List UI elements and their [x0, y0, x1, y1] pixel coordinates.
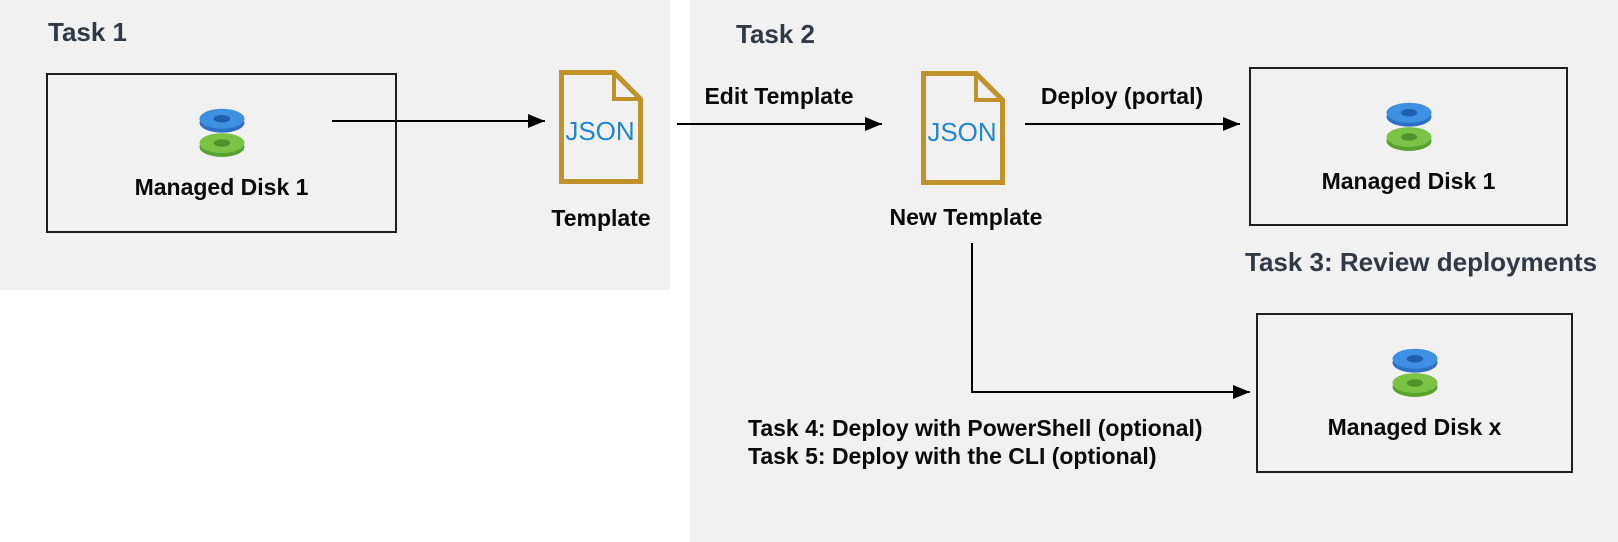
task4-label: Task 4: Deploy with PowerShell (optional…	[748, 415, 1203, 441]
template-caption: Template	[551, 205, 651, 231]
disk-box-label: Managed Disk 1	[1321, 167, 1496, 194]
json-file-type-text: JSON	[927, 117, 996, 147]
managed-disk-icon	[1391, 348, 1438, 397]
managed-disk-x-box: Managed Disk x	[1256, 313, 1573, 473]
task5-label: Task 5: Deploy with the CLI (optional)	[748, 443, 1157, 469]
managed-disk-icon	[1385, 102, 1432, 151]
managed-disk-1-deployed-box: Managed Disk 1	[1249, 67, 1568, 226]
disk-box-label: Managed Disk 1	[134, 174, 309, 200]
task45-text-block: Task 4: Deploy with PowerShell (optional…	[748, 414, 1203, 470]
json-file-type-text: JSON	[565, 116, 634, 146]
new-template-json-file-icon: JSON	[919, 69, 1007, 187]
task2-heading: Task 2	[736, 19, 816, 49]
task1-heading: Task 1	[48, 17, 128, 47]
task1-panel	[0, 0, 670, 290]
disk-box-label: Managed Disk x	[1327, 414, 1502, 440]
template-json-file-icon: JSON	[557, 68, 645, 186]
task3-heading: Task 3: Review deployments	[1245, 247, 1598, 277]
managed-disk-1-box: Managed Disk 1	[46, 73, 397, 233]
deploy-portal-label: Deploy (portal)	[1040, 83, 1204, 109]
new-template-caption: New Template	[889, 204, 1043, 230]
edit-template-label: Edit Template	[704, 83, 854, 109]
managed-disk-icon	[198, 108, 245, 157]
